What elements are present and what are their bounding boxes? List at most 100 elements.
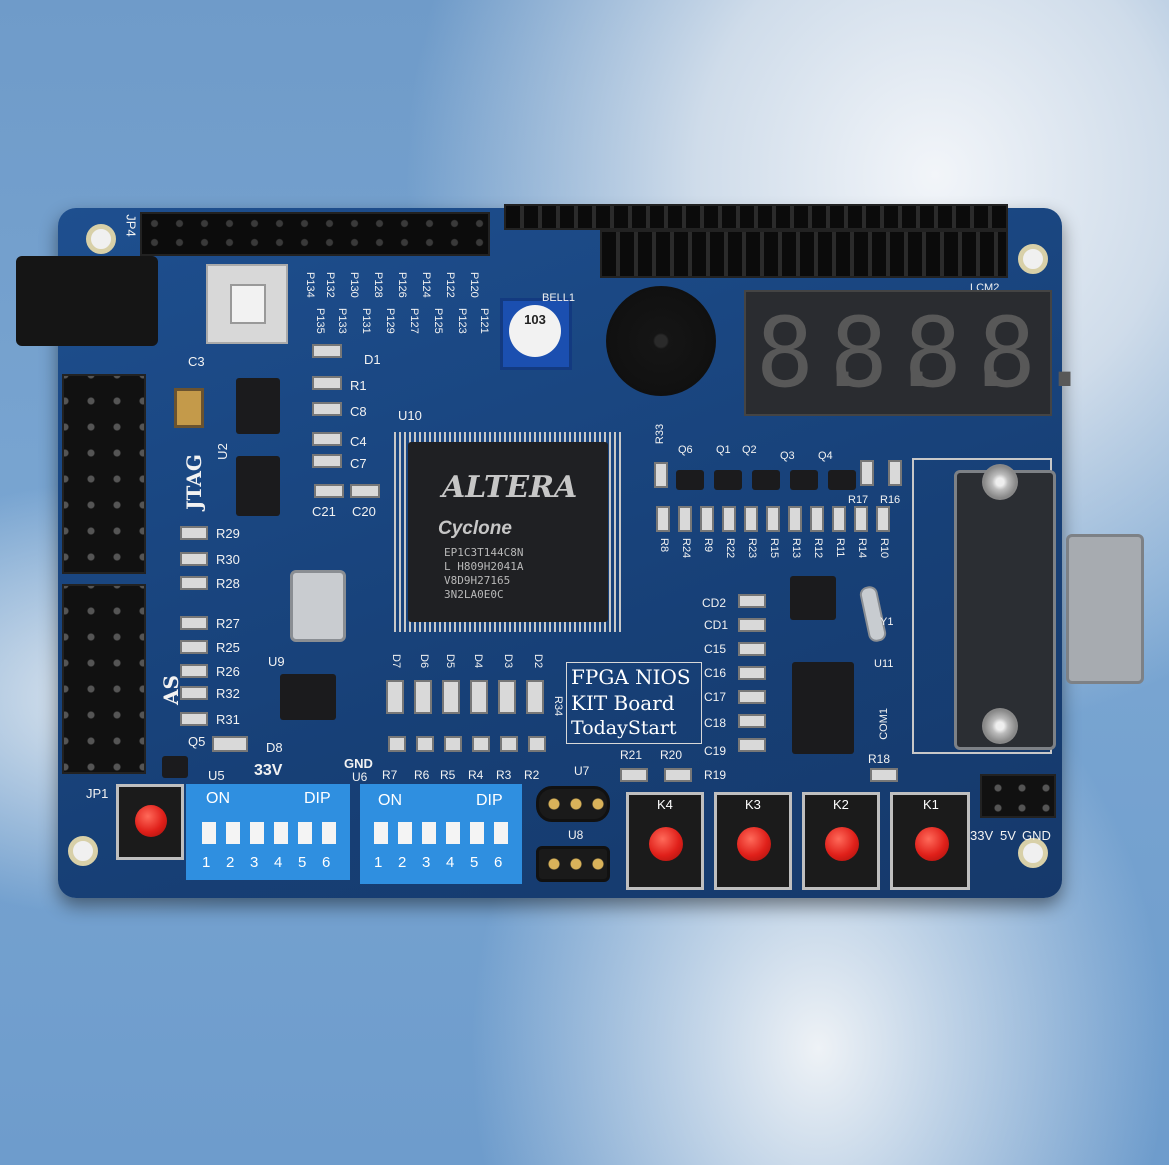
dip-number: 2	[226, 854, 235, 871]
power-header	[980, 774, 1056, 818]
crystal-oscillator	[290, 570, 346, 642]
smd-c21	[314, 484, 344, 498]
label-c17: C17	[704, 690, 727, 704]
label-r33: R33	[654, 423, 667, 445]
transistor	[790, 470, 818, 490]
resistor-row	[656, 506, 912, 532]
dip-toggle[interactable]	[298, 822, 312, 844]
pin-p133: P133	[336, 308, 348, 334]
board-title-line: TodayStart	[571, 717, 677, 739]
dip-number: 6	[322, 854, 331, 871]
dip-number: 3	[422, 854, 431, 871]
led	[442, 680, 460, 714]
fpga-line: 3N2LA0E0C	[444, 588, 504, 601]
dip-toggle[interactable]	[494, 822, 508, 844]
label-r21: R21	[620, 748, 643, 762]
resistor-row-bottom	[388, 736, 564, 752]
pin-p135: P135	[314, 308, 326, 334]
label-c4: C4	[350, 434, 367, 449]
led	[386, 680, 404, 714]
header-lcm	[600, 230, 1008, 278]
pcb-board: JP4 LCM2 P134 P132 P130 P128 P126 P124 P…	[16, 204, 1144, 898]
label-com1: COM1	[878, 708, 890, 740]
potentiometer[interactable]: 103	[500, 298, 572, 370]
key-cap[interactable]	[737, 827, 771, 861]
reset-button-cap[interactable]	[135, 805, 167, 837]
capacitor-c3	[174, 388, 204, 428]
label-c3: C3	[188, 354, 205, 369]
smd-c8	[312, 402, 342, 416]
crystal-y1	[858, 584, 888, 644]
dip-number: 5	[470, 854, 479, 871]
key-cap[interactable]	[825, 827, 859, 861]
dip-toggle[interactable]	[470, 822, 484, 844]
com1-screw	[982, 464, 1018, 500]
label-r13: R13	[790, 538, 802, 559]
socket-u7	[536, 786, 610, 822]
dip-on-label: ON	[378, 792, 402, 809]
smd-d8	[212, 736, 248, 752]
smd-c4	[312, 432, 342, 446]
label-q6: Q6	[678, 444, 693, 456]
label-r2: R2	[524, 768, 540, 782]
pin-p120: P120	[468, 272, 480, 298]
dip-number: 4	[274, 854, 283, 871]
key-button-k1[interactable]: K1	[890, 792, 970, 890]
label-r26: R26	[216, 664, 240, 679]
label-r25: R25	[216, 640, 240, 655]
led	[414, 680, 432, 714]
dip-toggle[interactable]	[422, 822, 436, 844]
label-d1: D1	[364, 352, 381, 367]
key-label: K2	[833, 797, 849, 812]
dip-number: 1	[202, 854, 211, 871]
mounting-hole	[1018, 838, 1048, 868]
label-u7: U7	[574, 764, 590, 778]
pin-p123: P123	[456, 308, 468, 334]
label-r9: R9	[702, 538, 714, 553]
dip-toggle[interactable]	[226, 822, 240, 844]
reset-button[interactable]	[116, 784, 184, 860]
label-bell: BELL1	[542, 292, 576, 304]
key-button-k3[interactable]: K3	[714, 792, 792, 890]
label-q5: Q5	[188, 734, 206, 749]
fpga-line: V8D9H27165	[444, 574, 511, 587]
label-c16: C16	[704, 666, 727, 680]
pin-p121: P121	[478, 308, 490, 334]
display-digit: 8.	[756, 297, 872, 409]
label-c20: C20	[352, 504, 376, 519]
label-r6: R6	[414, 768, 430, 782]
label-r17: R17	[848, 494, 869, 506]
dip-toggle[interactable]	[398, 822, 412, 844]
key-button-k2[interactable]: K2	[802, 792, 880, 890]
dip-switch-u6[interactable]: ON DIP 1 2 3 4 5 6	[360, 784, 522, 884]
label-cd2: CD2	[702, 596, 727, 610]
label-r30: R30	[216, 552, 240, 567]
dip-toggle[interactable]	[322, 822, 336, 844]
dip-toggle[interactable]	[274, 822, 288, 844]
label-c18: C18	[704, 716, 727, 730]
mounting-hole	[1018, 244, 1048, 274]
mounting-hole	[68, 836, 98, 866]
label-jp1: JP1	[86, 786, 109, 801]
power-switch-knob[interactable]	[230, 284, 266, 324]
key-cap[interactable]	[915, 827, 949, 861]
pin-p122: P122	[444, 272, 456, 298]
fpga-brand: ALTERA	[442, 470, 578, 505]
power-switch[interactable]	[206, 264, 288, 344]
dip-toggle[interactable]	[250, 822, 264, 844]
key-button-k4[interactable]: K4	[626, 792, 704, 890]
smd-r28	[180, 576, 208, 590]
header-top-right	[504, 204, 1008, 230]
dc-power-jack	[16, 256, 158, 346]
seven-segment-display: 8. 8. 8. 8.	[744, 290, 1094, 416]
dip-switch-u5[interactable]: ON DIP 1 2 3 4 5 6	[186, 784, 350, 880]
fpga-chip: ALTERA Cyclone EP1C3T144C8N L H809H2041A…	[408, 442, 608, 622]
display-digit: 8.	[830, 297, 946, 409]
key-cap[interactable]	[649, 827, 683, 861]
dip-toggle[interactable]	[446, 822, 460, 844]
label-r22: R22	[724, 538, 736, 559]
dip-toggle[interactable]	[202, 822, 216, 844]
dip-toggle[interactable]	[374, 822, 388, 844]
label-q3: Q3	[780, 450, 795, 462]
chip-small	[790, 576, 836, 620]
